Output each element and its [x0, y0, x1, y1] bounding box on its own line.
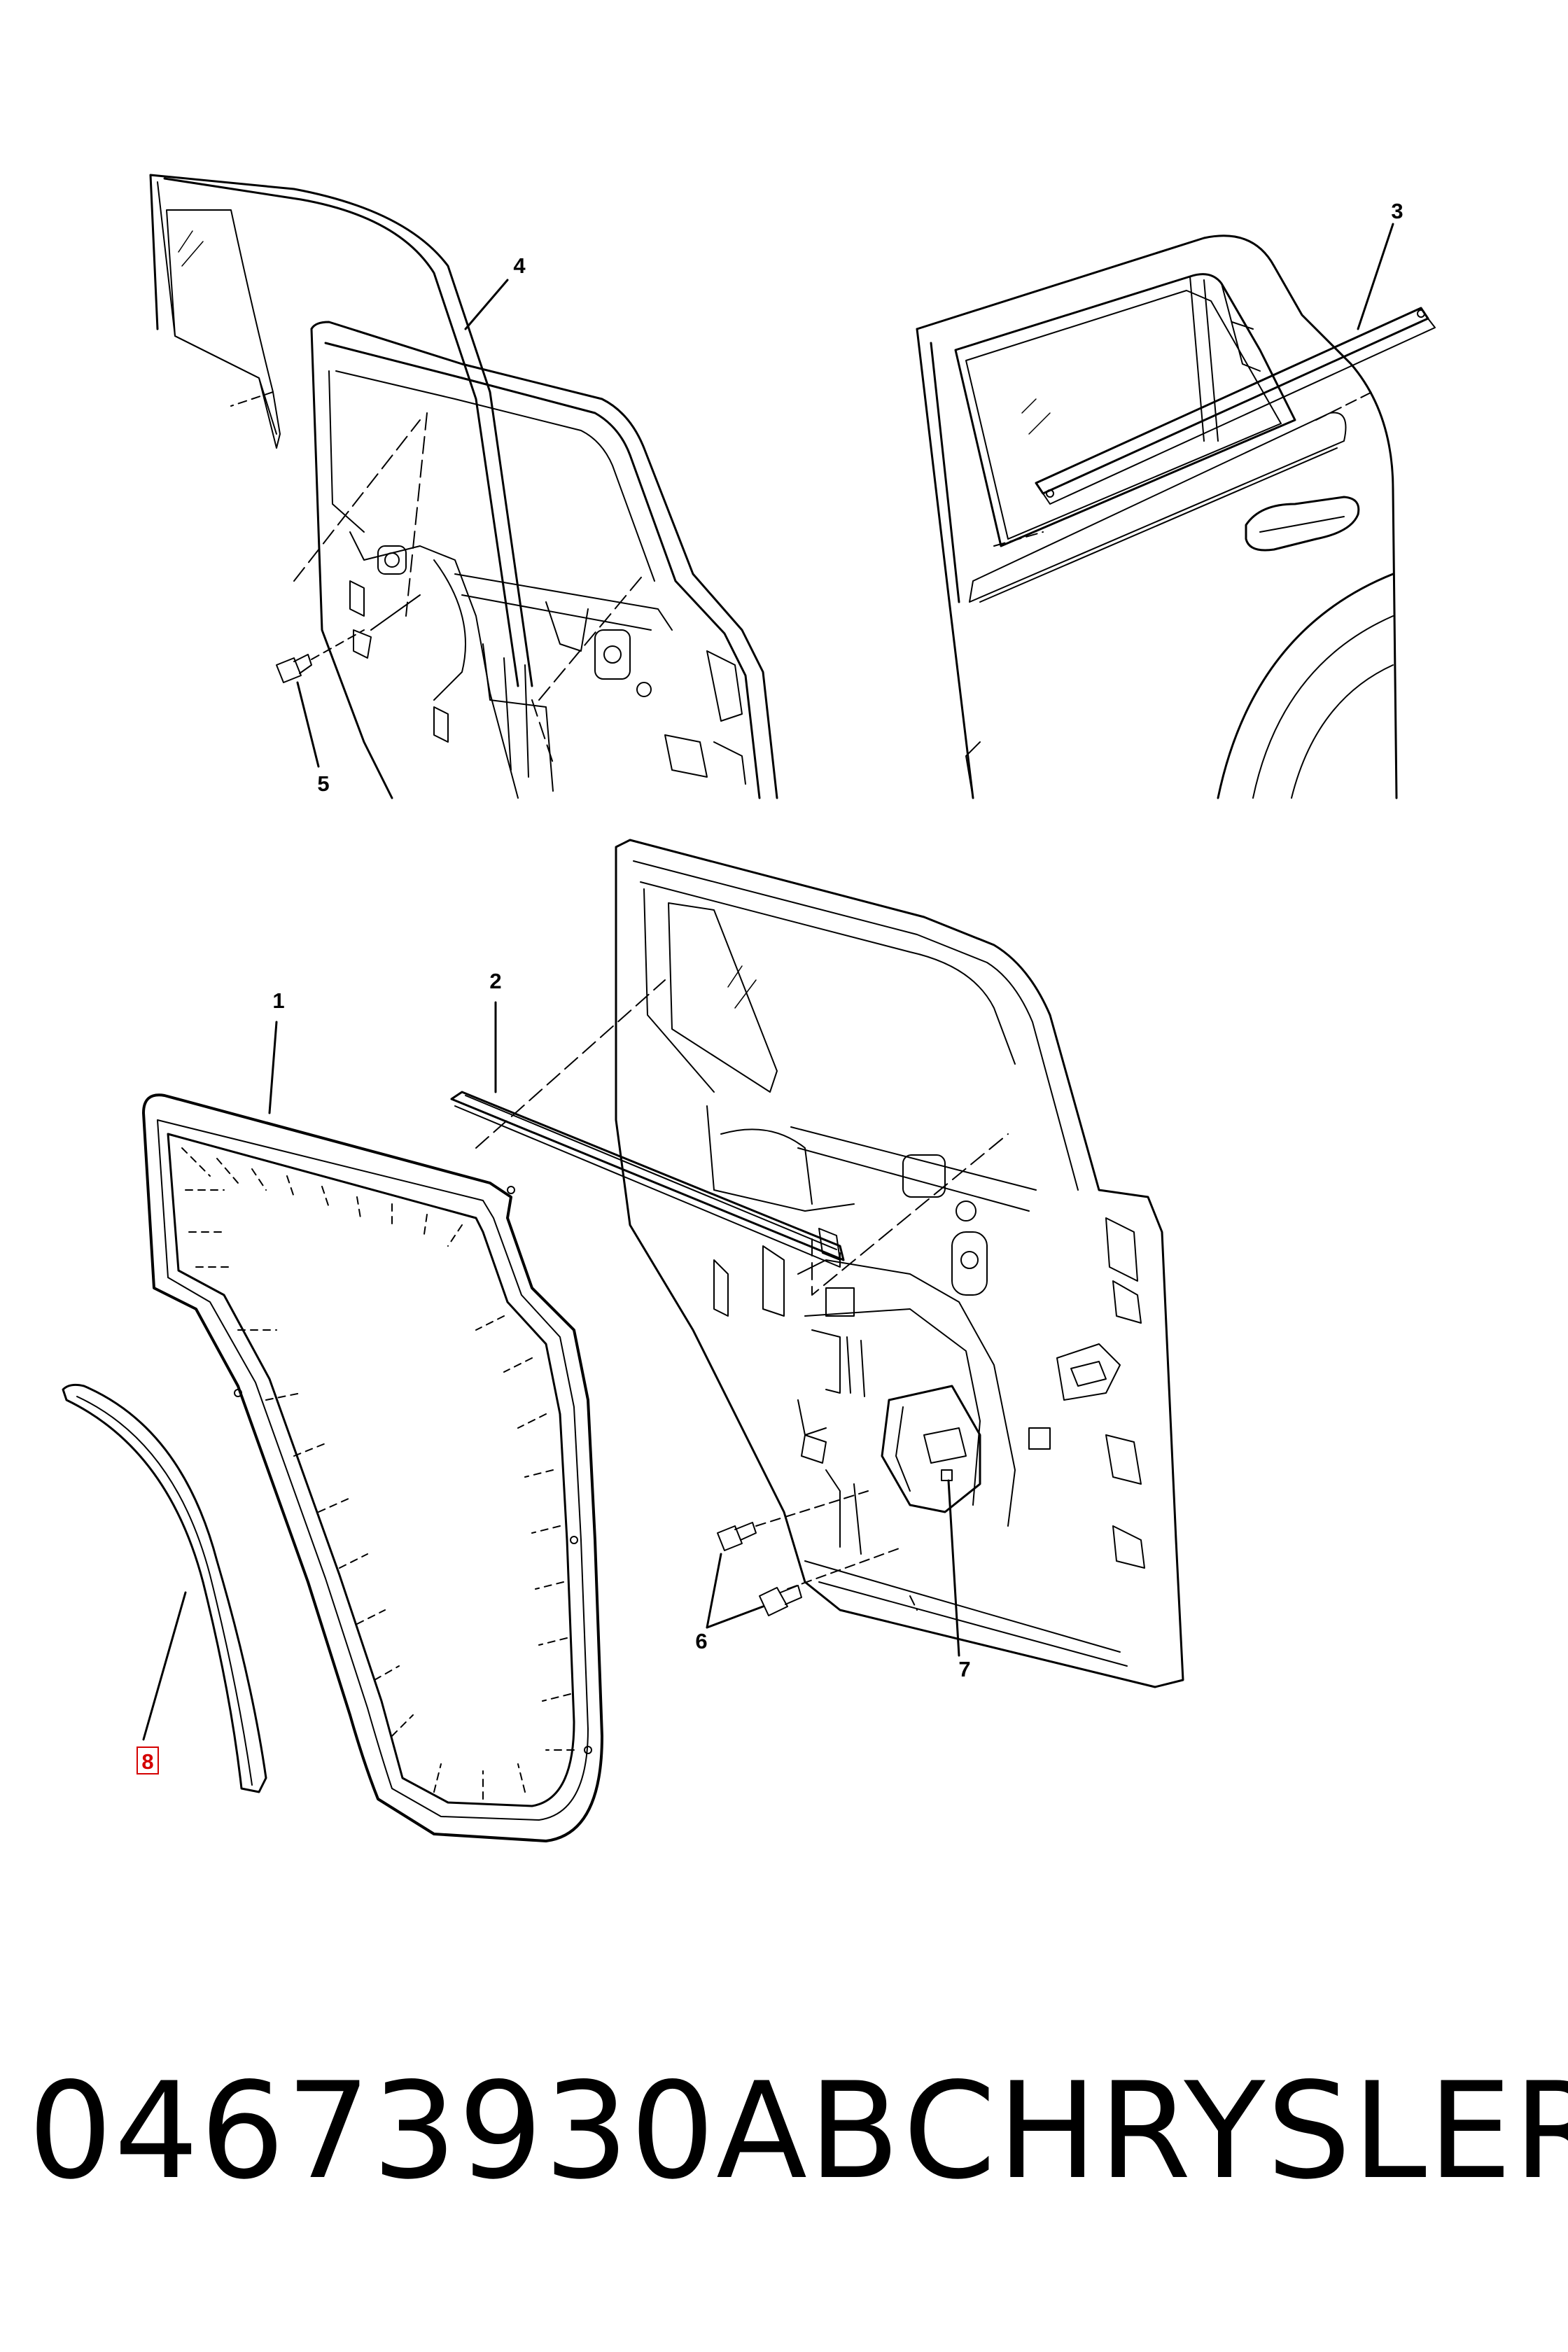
part-number: 04673930AB — [28, 2054, 902, 2208]
callout-5: 5 — [317, 771, 329, 796]
callout-6: 6 — [695, 1629, 707, 1653]
wheel-opening-molding-item-8 — [62, 1383, 267, 1793]
belt-molding-item-3 — [1035, 307, 1436, 505]
callout-3: 3 — [1391, 199, 1403, 223]
screws-item-6 — [717, 1522, 802, 1616]
window-opening — [954, 273, 1296, 547]
callout-2: 2 — [489, 969, 501, 993]
leader-lines — [142, 223, 1394, 1741]
door-handle — [1245, 496, 1360, 552]
callout-8: 8 — [141, 1749, 153, 1774]
glass-run-channel — [149, 174, 533, 687]
brand-name: CHRYSLER — [903, 2054, 1568, 2208]
callout-1: 1 — [272, 988, 284, 1013]
door-inner-panel-bottom — [450, 839, 1184, 1688]
callout-labels: 1 2 3 4 5 6 7 8 — [136, 199, 1404, 1774]
door-inner-view-top-left — [149, 174, 778, 799]
door-outer-frame — [615, 839, 1184, 1688]
callout-8-highlight-box — [136, 1746, 159, 1774]
door-exterior-view-top-right — [916, 234, 1436, 799]
quarter-glass — [166, 209, 281, 449]
callout-7: 7 — [958, 1657, 970, 1681]
roof-line — [916, 234, 1398, 799]
window-regulator-module-item-7 — [881, 1385, 981, 1513]
callout-4: 4 — [513, 253, 526, 278]
glass-run-weatherstrip-item-2 — [450, 1091, 845, 1268]
door-weatherstrip-item-1 — [142, 1093, 603, 1842]
door-glass — [668, 902, 778, 1093]
door-frame-upper — [310, 321, 778, 799]
screw-item-5 — [276, 629, 365, 683]
